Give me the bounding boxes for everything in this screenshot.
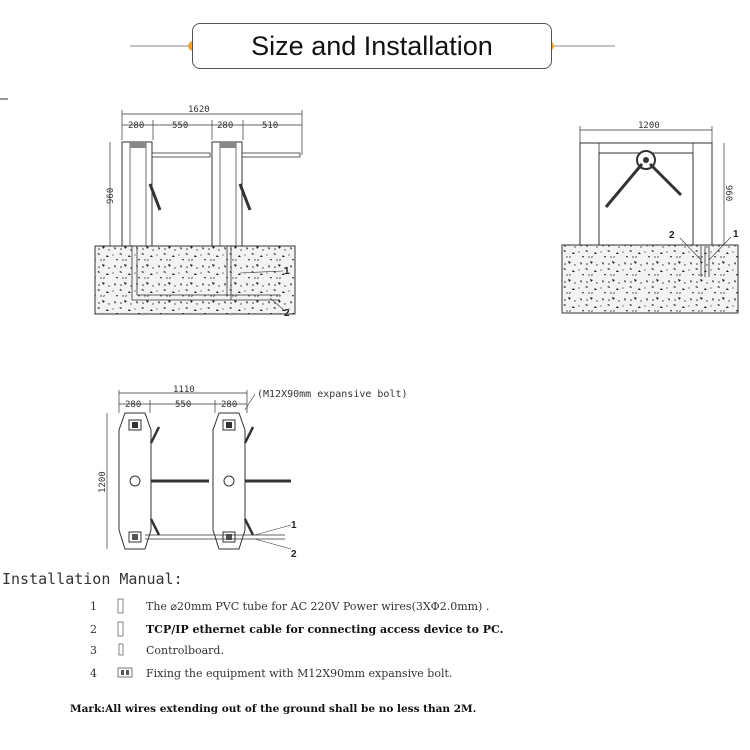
side-view-diagram: 1200 960 2 1 — [561, 121, 739, 314]
manual-item-1: 1 The ⌀20mm PVC tube for AC 220V Power w… — [90, 598, 489, 614]
manual-item-2: 2 TCP/IP ethernet cable for connecting a… — [90, 621, 503, 637]
front-view-diagram: 1620 280 550 280 510 960 1 2 — [94, 105, 303, 319]
manual-item-text: TCP/IP ethernet cable for connecting acc… — [146, 622, 504, 636]
bolt-note: (M12X90mm expansive bolt) — [257, 389, 408, 400]
manual-item-number: 2 — [90, 622, 97, 636]
top-view-diagram: 1110 280 550 280 (M12X90mm expansive bol… — [98, 385, 408, 560]
manual-item-number: 3 — [90, 643, 97, 657]
front-dim-4: 510 — [262, 121, 278, 131]
manual-item-4: 4 Fixing the equipment with M12X90mm exp… — [90, 665, 452, 681]
top-dim-total: 1110 — [173, 385, 195, 395]
ethernet-cable-icon — [116, 621, 146, 637]
front-dim-2: 550 — [172, 121, 188, 131]
front-dim-3: 280 — [217, 121, 233, 131]
side-dim-width: 1200 — [638, 121, 660, 131]
pvc-tube-icon — [116, 598, 146, 614]
side-dim-height: 960 — [723, 185, 733, 201]
manual-item-text: Controlboard. — [146, 643, 224, 657]
front-dim-total: 1620 — [188, 105, 210, 115]
manual-item-number: 4 — [90, 666, 97, 680]
expansive-bolt-icon — [116, 665, 146, 681]
top-callout-1: 1 — [291, 520, 297, 531]
page-title: Size and Installation — [192, 23, 552, 69]
installation-mark-note: Mark:All wires extending out of the grou… — [70, 703, 477, 715]
manual-item-number: 1 — [90, 599, 97, 613]
front-dim-height: 960 — [106, 188, 116, 204]
manual-item-text: Fixing the equipment with M12X90mm expan… — [146, 666, 453, 680]
top-dim-1: 280 — [125, 400, 141, 410]
front-callout-2: 2 — [284, 308, 290, 319]
top-dim-depth: 1200 — [98, 471, 108, 493]
controlboard-icon — [116, 642, 146, 658]
manual-item-3: 3 Controlboard. — [90, 642, 224, 658]
top-dim-2: 550 — [175, 400, 191, 410]
top-callout-2: 2 — [291, 549, 297, 560]
side-callout-2: 2 — [669, 230, 675, 241]
side-callout-1: 1 — [733, 229, 739, 240]
front-dim-1: 280 — [128, 121, 144, 131]
front-callout-1: 1 — [284, 266, 290, 277]
manual-item-text: The ⌀20mm PVC tube for AC 220V Power wir… — [146, 599, 490, 613]
manual-title: Installation Manual: — [2, 570, 183, 588]
top-dim-3: 280 — [221, 400, 237, 410]
